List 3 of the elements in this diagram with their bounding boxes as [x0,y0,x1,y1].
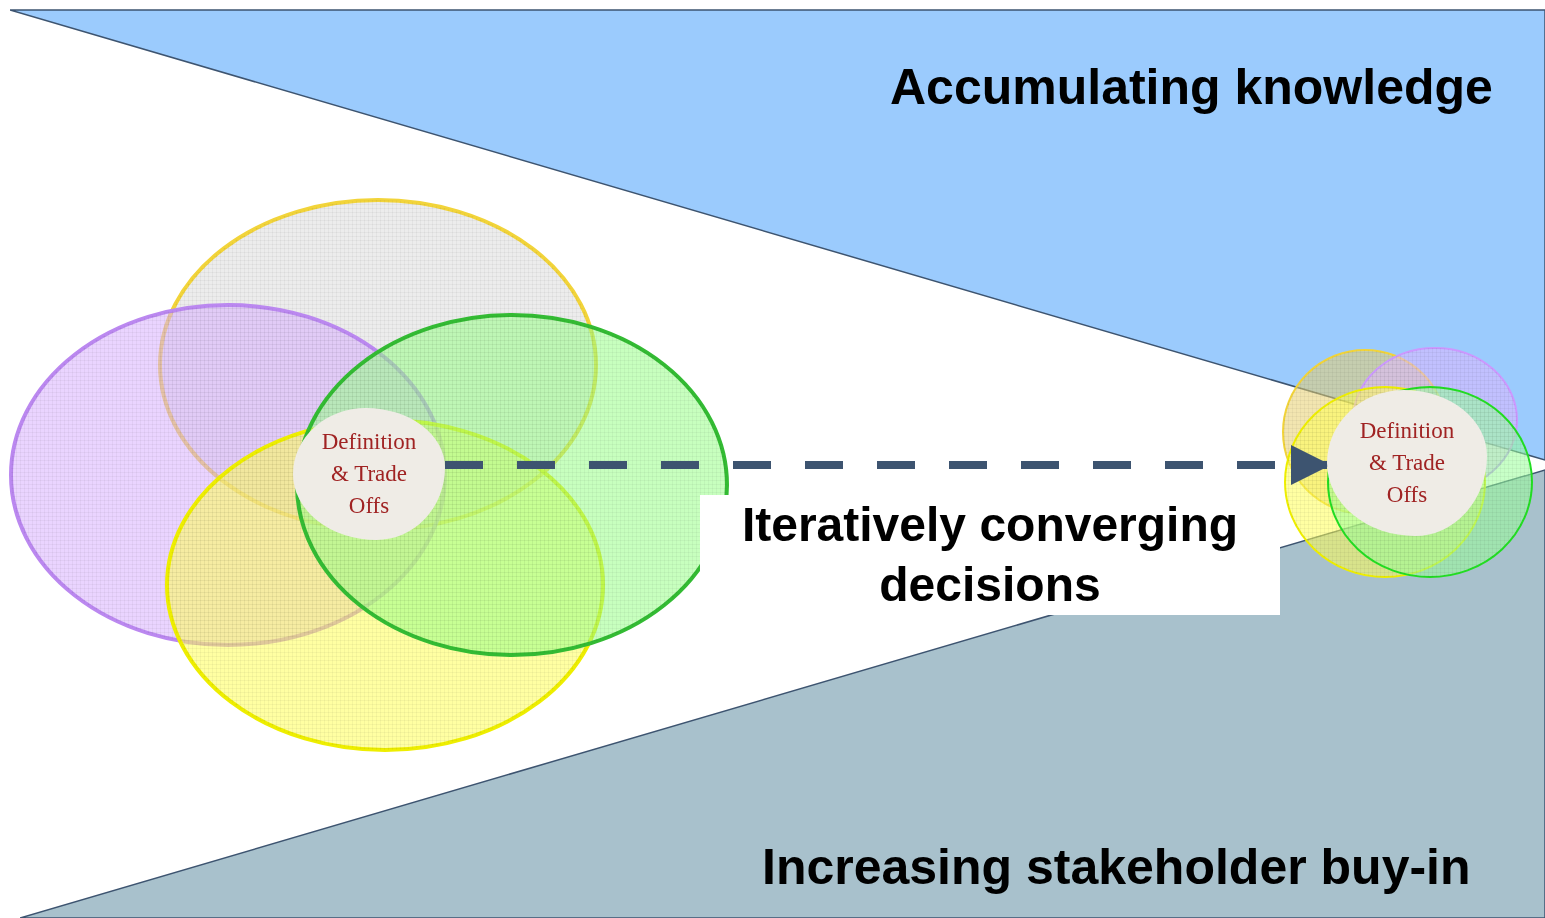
band-title: Increasing stakeholder buy-in [762,838,1471,896]
band-title: Accumulating knowledge [890,58,1493,116]
edge-label: Iteratively converging decisions [700,495,1280,615]
